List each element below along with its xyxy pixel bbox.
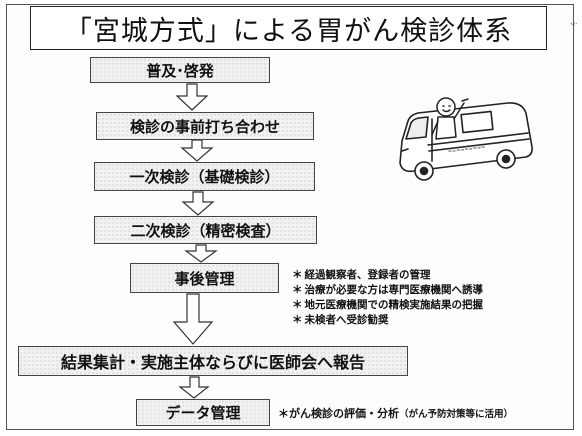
arrow-1 (175, 83, 209, 111)
step-follow-up: 事後管理 (130, 263, 279, 293)
step-pre-meeting: 検診の事前打ち合わせ (96, 112, 314, 140)
note-item: ＊未検者へ受診勧奨 (292, 314, 389, 326)
note-item: ＊治療が必要な方は専門医療機関へ誘導 (292, 284, 483, 296)
arrow-3 (181, 191, 215, 216)
data-management-note: ＊がん検診の評価・分析（がん予防対策等に活用） (278, 407, 514, 420)
step-data-management: データ管理 (136, 399, 270, 426)
step-awareness: 普及･啓発 (90, 57, 270, 83)
arrow-2 (180, 139, 214, 162)
note-item: ＊経過観察者、登録者の管理 (292, 269, 431, 281)
step-primary-exam: 一次検診（基礎検診） (94, 162, 315, 191)
arrow-5 (172, 293, 214, 345)
note-marker: ＊ (292, 269, 303, 281)
note-marker: ＊ (292, 299, 303, 311)
side-mark: ｼ (569, 22, 578, 26)
arrow-4 (184, 244, 218, 263)
arrow-6 (178, 376, 210, 399)
note-item: ＊地元医療機関での精検実施結果の把握 (292, 299, 483, 311)
follow-up-notes: ＊経過観察者、登録者の管理 ＊治療が必要な方は専門医療機関へ誘導 ＊地元医療機関… (292, 268, 483, 328)
exam-bus-icon: ≈≈≈≈≈≈≈≈≈ (399, 97, 533, 181)
note-marker: ＊ (292, 314, 303, 326)
step-report: 結果集計・実施主体ならびに医師会へ報告 (18, 346, 408, 376)
diagram-title: 「宮城方式」による胃がん検診体系 (30, 6, 547, 50)
svg-text:≈≈≈≈≈≈≈≈≈: ≈≈≈≈≈≈≈≈≈ (448, 144, 486, 155)
step-secondary-exam: 二次検診（精密検査） (94, 216, 317, 244)
note-marker: ＊ (292, 284, 303, 296)
